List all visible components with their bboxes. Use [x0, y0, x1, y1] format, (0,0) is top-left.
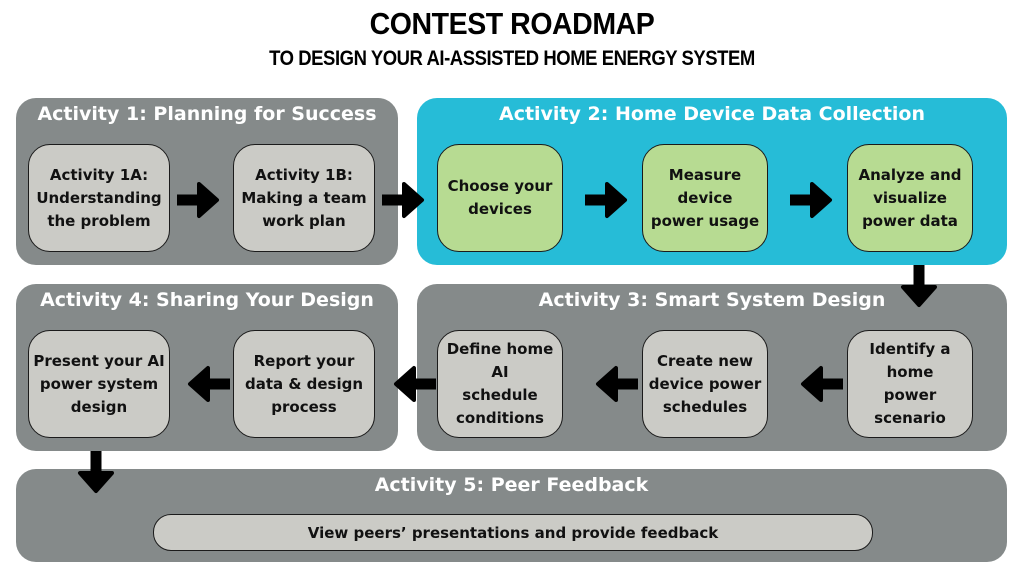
activity-3-panel: Activity 3: Smart System Design Define h…: [417, 284, 1007, 451]
step-create-schedules[interactable]: Create new device power schedules: [642, 330, 768, 438]
activity-1-title: Activity 1: Planning for Success: [37, 103, 377, 125]
page-title: CONTEST ROADMAP: [369, 6, 655, 41]
step-report-data[interactable]: Report your data & design process: [233, 330, 375, 438]
step-peer-feedback[interactable]: View peers’ presentations and provide fe…: [153, 514, 873, 551]
step-1a-label: Activity 1A: Understanding the problem: [36, 165, 162, 230]
step-analyze-data-label: Analyze and visualize power data: [858, 165, 962, 230]
step-present-design-label: Present your AI power system design: [33, 351, 165, 416]
step-1b[interactable]: Activity 1B: Making a team work plan: [233, 144, 375, 252]
step-choose-devices[interactable]: Choose your devices: [437, 144, 563, 252]
step-report-data-label: Report your data & design process: [244, 351, 364, 416]
step-choose-devices-label: Choose your devices: [447, 177, 553, 218]
activity-4-panel: Activity 4: Sharing Your Design Present …: [16, 284, 398, 451]
step-measure-power-label: Measure device power usage: [650, 165, 760, 230]
activity-2-panel: Activity 2: Home Device Data Collection …: [417, 98, 1007, 265]
activity-5-panel: Activity 5: Peer Feedback View peers’ pr…: [16, 469, 1007, 562]
step-1b-label: Activity 1B: Making a team work plan: [241, 165, 367, 230]
activity-2-title: Activity 2: Home Device Data Collection: [498, 103, 925, 125]
activity-1-panel: Activity 1: Planning for Success Activit…: [16, 98, 398, 265]
activity-3-title: Activity 3: Smart System Design: [538, 289, 886, 311]
step-define-ai-conditions-label: Define home AI schedule conditions: [446, 340, 554, 427]
step-identify-scenario[interactable]: Identify a home power scenario: [847, 330, 973, 438]
step-peer-feedback-label: View peers’ presentations and provide fe…: [307, 523, 719, 542]
activity-5-title: Activity 5: Peer Feedback: [374, 474, 649, 496]
step-1a[interactable]: Activity 1A: Understanding the problem: [28, 144, 170, 252]
step-define-ai-conditions[interactable]: Define home AI schedule conditions: [437, 330, 563, 438]
page-subtitle: TO DESIGN YOUR AI-ASSISTED HOME ENERGY S…: [269, 47, 755, 70]
step-identify-scenario-label: Identify a home power scenario: [869, 340, 951, 427]
step-create-schedules-label: Create new device power schedules: [648, 351, 762, 416]
step-measure-power[interactable]: Measure device power usage: [642, 144, 768, 252]
step-analyze-data[interactable]: Analyze and visualize power data: [847, 144, 973, 252]
step-present-design[interactable]: Present your AI power system design: [28, 330, 170, 438]
activity-4-title: Activity 4: Sharing Your Design: [40, 289, 374, 311]
